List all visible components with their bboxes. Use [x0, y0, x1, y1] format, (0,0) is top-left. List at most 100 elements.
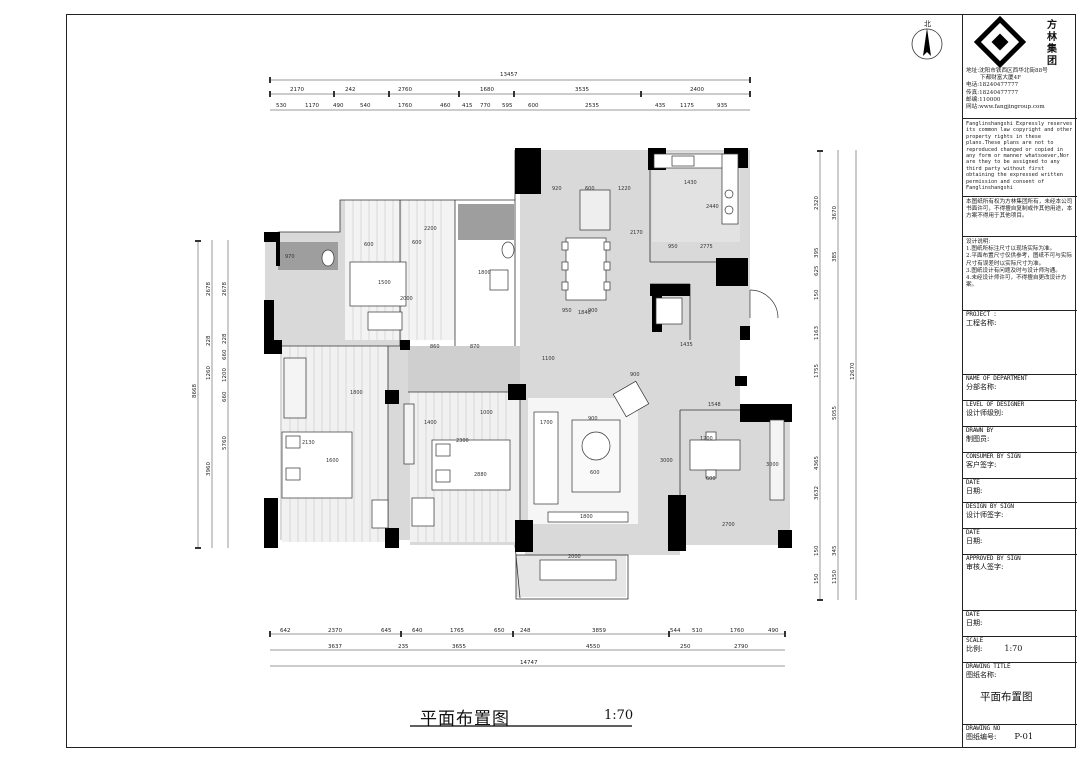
- dining-table: [565, 237, 607, 301]
- pillow: [285, 467, 301, 481]
- dim-right-r2: 625: [814, 265, 820, 276]
- dim-bottom-r1: 2370: [328, 628, 342, 634]
- wall-segment: [716, 258, 748, 286]
- dim-left-r2: 2678: [222, 282, 228, 296]
- dim-top-r2: 1170: [305, 103, 319, 109]
- dim-right-r1: 1150: [832, 570, 838, 584]
- designer-label-en: LEVEL OF DESIGNER: [966, 401, 1025, 408]
- dim-top-r2: 530: [276, 103, 287, 109]
- drawing-title-row: DRAWING TITLE 图纸名称: 平面布置图: [963, 662, 1077, 724]
- wall-segment: [650, 284, 690, 296]
- dim-right-r1: 345: [832, 545, 838, 556]
- drawing-title-value: 平面布置图: [980, 691, 1033, 703]
- dim-top-r1: 2760: [398, 87, 412, 93]
- wall-segment: [264, 232, 278, 242]
- room-dim: 2880: [474, 472, 487, 478]
- drawing-no-label-zh-wrap: 图纸编号:P-01: [966, 733, 1077, 742]
- chair: [561, 261, 569, 271]
- left-dimensions: 8668 2678 228 1260 3960 2678 228 660 120…: [192, 282, 228, 476]
- dim-top-r2: 540: [360, 103, 371, 109]
- zip-label: 邮编:: [966, 96, 980, 103]
- dim-bottom-r1: 642: [280, 628, 291, 634]
- bookshelf: [769, 419, 785, 501]
- desk: [367, 311, 403, 331]
- wardrobe: [403, 403, 415, 465]
- stove-burner: [724, 205, 734, 215]
- bottom-dimensions: 642 2370 645 640 1765 650 248 3859 544 5…: [280, 628, 779, 666]
- wall-segment: [508, 384, 526, 400]
- room-dim: 2300: [456, 438, 469, 444]
- address-value: 沈阳市铁西区西华北街88号: [979, 68, 1048, 74]
- date-row-1: DATE 日期:: [963, 478, 1077, 502]
- wall-segment: [740, 326, 750, 340]
- side-chair: [411, 497, 435, 527]
- date-label-zh: 日期:: [966, 619, 983, 627]
- wall-segment: [735, 376, 747, 386]
- design-notes-title: 设计说明:: [966, 239, 991, 245]
- company-name: 方 林 集 团: [1047, 20, 1063, 68]
- furniture: [281, 153, 785, 581]
- room-dim: 3000: [766, 462, 779, 468]
- dim-top-r2: 1760: [398, 103, 412, 109]
- room-dim: 1800: [350, 390, 363, 396]
- room-dim: 1500: [378, 280, 391, 286]
- designer-row: LEVEL OF DESIGNER 设计师级别:: [963, 400, 1077, 424]
- scale-label-zh-wrap: 比例:1:70: [966, 645, 1077, 654]
- dim-bottom-r1: 544: [670, 628, 681, 634]
- wall-segment: [264, 300, 274, 340]
- approved-label-zh: 审核人签字:: [966, 563, 1004, 571]
- drawing-title-label-zh: 图纸名称:: [966, 671, 997, 679]
- department-label-en: NAME OF DEPARTMENT: [966, 375, 1028, 382]
- entrance-door: [749, 289, 779, 319]
- department-row: NAME OF DEPARTMENT 分部名称:: [963, 374, 1077, 398]
- dim-left-r2: 228: [222, 333, 228, 344]
- dim-right-r2: 4365: [814, 456, 820, 470]
- right-dimensions: 12670 3670 385 5055 345 1150 2320 395 62…: [814, 196, 856, 584]
- dim-right-r1: 5055: [832, 406, 838, 420]
- drawing-no-label-zh: 图纸编号:: [966, 733, 997, 741]
- design-sign-label-en: DESIGN BY SIGN: [966, 503, 1014, 510]
- zip-value: 110000: [979, 96, 1001, 103]
- dim-right-r2: 150: [814, 573, 820, 584]
- project-label-zh: 工程名称:: [966, 319, 997, 327]
- room-dim: 2700: [722, 522, 735, 528]
- wall-segment: [515, 148, 541, 194]
- drawing-no-label-en: DRAWING NO: [966, 725, 1001, 732]
- chair: [603, 281, 611, 291]
- dim-left-r2: 660: [222, 391, 228, 402]
- room-dim: 2200: [424, 226, 437, 232]
- dim-right-r2: 395: [814, 247, 820, 258]
- address-line2: 下都财富大厦4F: [980, 75, 1022, 82]
- dim-top-r1: 3535: [575, 87, 589, 93]
- room-dim: 1840: [578, 310, 591, 316]
- north-label: 北: [924, 20, 931, 28]
- room-dim: 1200: [700, 436, 713, 442]
- design-note: 3.图纸设计有问题及时与设计师沟通。: [966, 267, 1061, 274]
- chair: [561, 241, 569, 251]
- date-label-en: DATE: [966, 611, 980, 618]
- dim-bottom-r2: 3637: [328, 644, 342, 650]
- design-notes-section: 设计说明: 1.图纸所标注尺寸以现场实际为准。 2.平面布置尺寸仅供参考，图纸不…: [963, 236, 1077, 320]
- room-dim: 950: [668, 244, 678, 250]
- armchair: [612, 380, 650, 418]
- dim-top-r2: 935: [717, 103, 728, 109]
- wall-segment: [400, 340, 410, 350]
- dim-top-r2: 460: [440, 103, 451, 109]
- dim-bottom-r1: 1765: [450, 628, 464, 634]
- dim-left-r1: 2678: [206, 282, 212, 296]
- date-label-zh: 日期:: [966, 487, 983, 495]
- scale-row: SCALE 比例:1:70: [963, 636, 1077, 662]
- room-dim: 2000: [568, 554, 581, 560]
- drawing-no-row: DRAWING NO 图纸编号:P-01: [963, 724, 1077, 748]
- dim-left-r2: 660: [222, 349, 228, 360]
- dim-right-r1: 3670: [832, 206, 838, 220]
- dim-left-r1: 3960: [206, 462, 212, 476]
- room-dim: 2775: [700, 244, 713, 250]
- copyright-en: Fanglinshangshi Expressly reserves its c…: [966, 121, 1073, 192]
- room-dim: 600: [412, 240, 422, 246]
- room-dim: 600: [590, 470, 600, 476]
- dim-left-r1: 1260: [206, 366, 212, 380]
- design-sign-label-zh: 设计师签字:: [966, 511, 1004, 519]
- kitchen-island: [579, 189, 611, 231]
- room-dim: 1220: [618, 186, 631, 192]
